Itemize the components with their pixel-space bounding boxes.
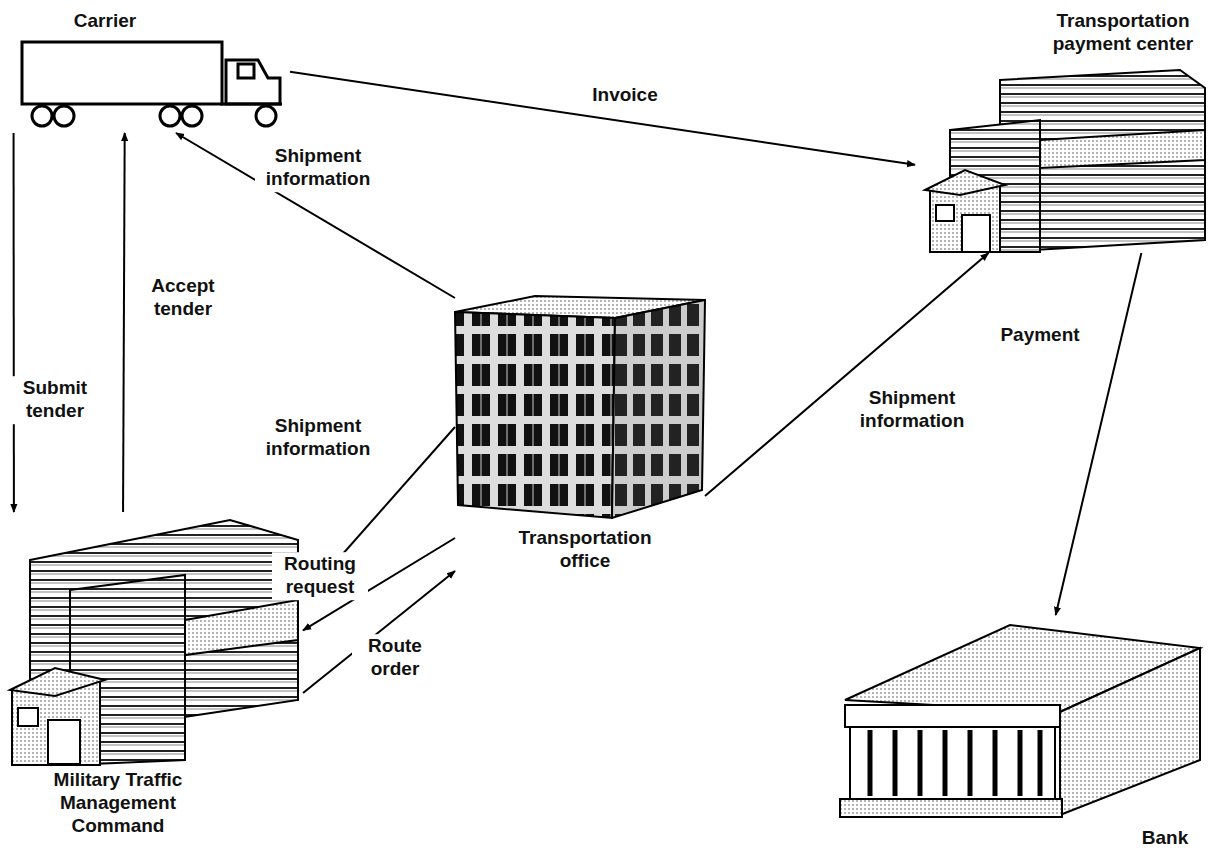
- bank-node: Bank: [835, 615, 1209, 860]
- connector-arrow: [290, 72, 915, 165]
- edge-label: Payment: [997, 323, 1082, 348]
- connector-arrow: [123, 133, 125, 512]
- node-label: Carrier: [50, 10, 160, 33]
- node-label: Bank: [1125, 827, 1205, 850]
- office-building: [455, 296, 705, 518]
- node-label: Transportation office: [500, 527, 670, 573]
- edge-label: Accept tender: [140, 274, 226, 322]
- edge-label: Routing request: [272, 552, 368, 600]
- mtmc-node: Military Traffic Management Command: [8, 512, 303, 860]
- truck-icon: [22, 42, 282, 126]
- mtmc-building: [10, 520, 298, 765]
- node-label: Military Traffic Management Command: [18, 769, 218, 837]
- payment-center-node: Transportation payment center: [915, 8, 1209, 253]
- connector-arrow: [1056, 253, 1142, 615]
- connector-arrow: [13, 133, 15, 512]
- carrier-node: Carrier: [5, 8, 290, 133]
- payment-center-building: [925, 70, 1205, 252]
- edge-label: Invoice: [589, 83, 660, 108]
- edge-label: Submit tender: [12, 376, 98, 424]
- edge-label: Shipment information: [849, 386, 975, 434]
- edge-label: Shipment information: [255, 414, 381, 462]
- bank-building: [840, 625, 1200, 817]
- connector-arrow: [705, 253, 989, 496]
- node-label: Transportation payment center: [1041, 10, 1205, 56]
- edge-label: Route order: [352, 634, 438, 682]
- edge-label: Shipment information: [255, 144, 381, 192]
- office-node: Transportation office: [455, 292, 705, 592]
